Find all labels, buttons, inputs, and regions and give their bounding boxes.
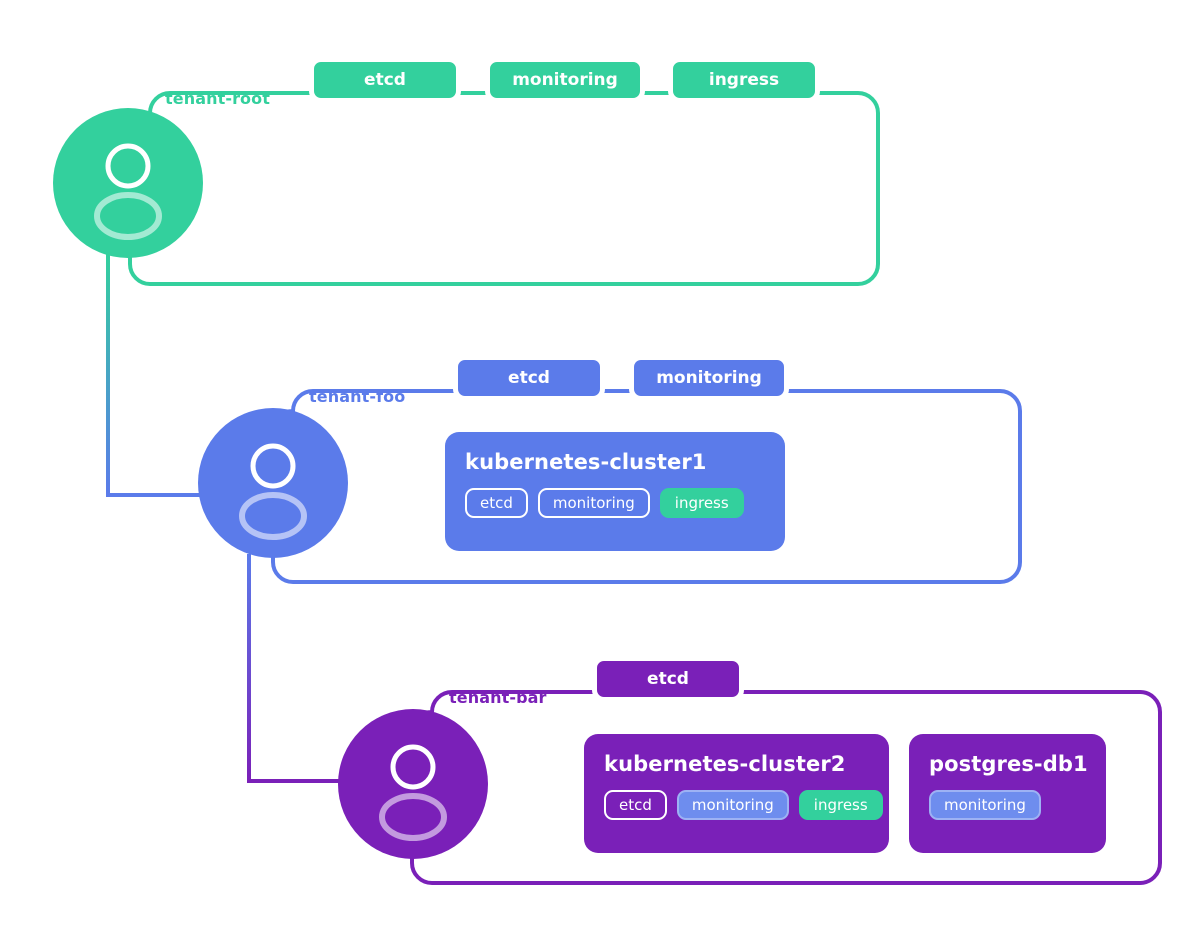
tenant-chip-etcd-bar[interactable]: etcd [592,656,744,702]
resource-card-title: kubernetes-cluster2 [604,752,846,776]
tenant-avatar-tenant-bar[interactable] [338,709,488,859]
resource-card-title: kubernetes-cluster1 [465,450,707,474]
user-avatar-icon [379,744,447,841]
tenant-label-tenant-bar: tenant-bar [449,688,547,707]
resource-card-title: postgres-db1 [929,752,1088,776]
resource-tag-ingress[interactable]: ingress [798,790,883,820]
resource-tag-row: etcd monitoring ingress [604,790,883,820]
user-avatar-icon [94,143,162,240]
resource-card-kubernetes-cluster2[interactable]: kubernetes-cluster2 etcd monitoring ingr… [584,734,889,853]
tenant-chip-ingress-root[interactable]: ingress [668,57,820,103]
resource-card-kubernetes-cluster1[interactable]: kubernetes-cluster1 etcd monitoring ingr… [445,432,785,551]
tenant-avatar-tenant-foo[interactable] [198,408,348,558]
tenant-avatar-tenant-root[interactable] [53,108,203,258]
tenant-root-boundary [128,91,880,286]
tenant-label-tenant-foo: tenant-foo [309,387,406,406]
resource-tag-ingress[interactable]: ingress [659,488,744,518]
tenant-chip-etcd-foo[interactable]: etcd [453,355,605,401]
resource-card-postgres-db1[interactable]: postgres-db1 monitoring [909,734,1106,853]
connector-root-to-foo [106,253,210,497]
resource-tag-etcd[interactable]: etcd [465,488,528,518]
tenant-chip-monitoring-foo[interactable]: monitoring [629,355,789,401]
resource-tag-etcd[interactable]: etcd [604,790,667,820]
tenant-chip-etcd-root[interactable]: etcd [309,57,461,103]
user-avatar-icon [239,443,307,540]
resource-tag-monitoring[interactable]: monitoring [929,790,1041,820]
resource-tag-row: etcd monitoring ingress [465,488,765,518]
connector-foo-to-bar [247,554,348,783]
resource-tag-monitoring[interactable]: monitoring [676,790,789,820]
tenant-label-tenant-root: tenant-root [165,89,270,108]
resource-tag-monitoring[interactable]: monitoring [537,488,650,518]
resource-tag-row: monitoring [929,790,1086,820]
tenant-chip-monitoring-root[interactable]: monitoring [485,57,645,103]
